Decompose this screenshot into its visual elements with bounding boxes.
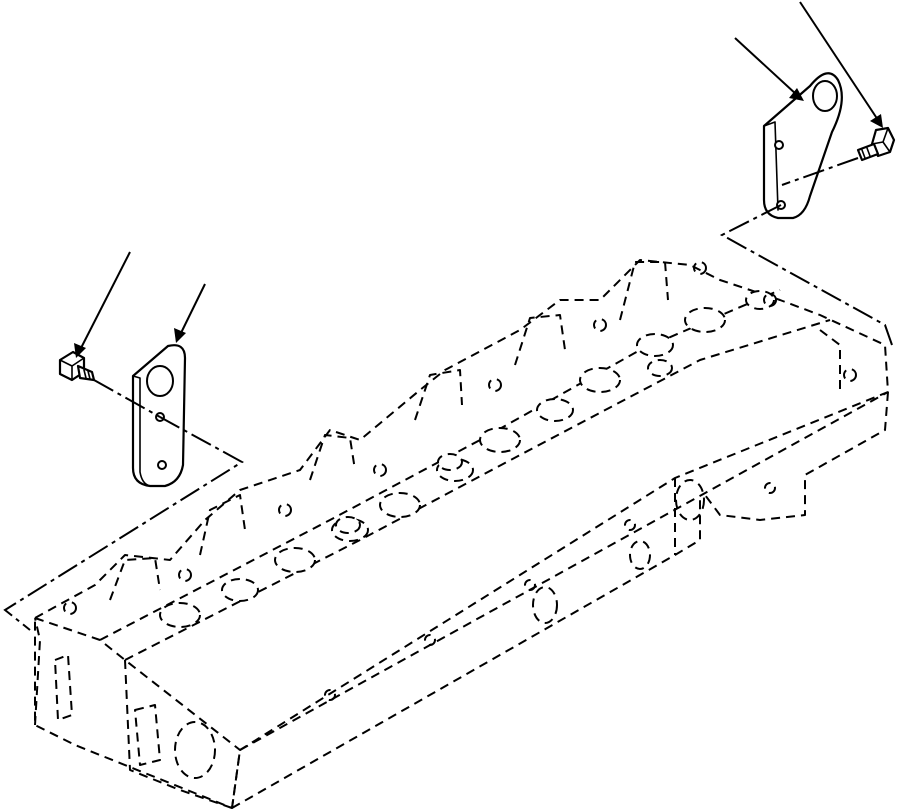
- right-bolt-centreline: [781, 157, 859, 186]
- bracket-lifting-eye-hole: [812, 80, 838, 112]
- left-leader-lines: [74, 251, 206, 358]
- bracket-lifting-eye-hole: [146, 365, 174, 397]
- right-flange-bolt: [856, 126, 896, 162]
- right-leader-lines: [734, 1, 883, 128]
- right-mounting-centreline: [719, 204, 893, 346]
- cylinder-head: [34, 259, 889, 809]
- left-bolt-centreline: [93, 379, 161, 418]
- right-lifting-bracket: [762, 72, 843, 220]
- bracket-bolt-hole: [774, 140, 784, 150]
- left-mounting-centreline: [3, 416, 244, 631]
- left-flange-bolt: [58, 350, 96, 382]
- bracket-bolt-hole: [157, 460, 167, 470]
